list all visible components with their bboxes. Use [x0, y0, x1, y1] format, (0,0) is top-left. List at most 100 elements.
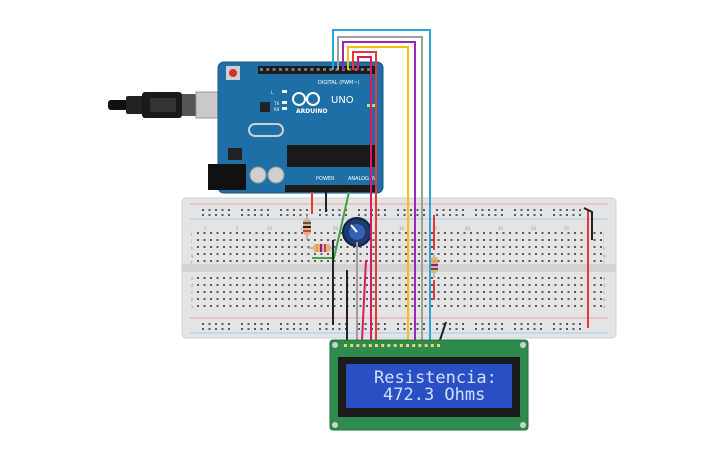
breadboard-hole[interactable] [567, 298, 570, 300]
rail-hole[interactable] [299, 209, 302, 211]
rail-hole[interactable] [306, 328, 308, 330]
breadboard-hole[interactable] [496, 298, 498, 300]
rail-hole[interactable] [520, 214, 523, 216]
breadboard-hole[interactable] [450, 232, 453, 234]
breadboard-hole[interactable] [489, 298, 492, 300]
breadboard-hole[interactable] [535, 277, 537, 279]
breadboard-hole[interactable] [561, 246, 563, 248]
breadboard-hole[interactable] [496, 253, 498, 255]
lcd-pin[interactable] [344, 344, 347, 347]
rail-hole[interactable] [514, 214, 516, 216]
breadboard-hole[interactable] [405, 232, 407, 234]
breadboard-hole[interactable] [515, 298, 518, 300]
rail-hole[interactable] [410, 328, 412, 330]
breadboard-hole[interactable] [535, 305, 537, 307]
breadboard-hole[interactable] [229, 253, 232, 255]
breadboard-hole[interactable] [314, 305, 316, 307]
breadboard-hole[interactable] [580, 232, 583, 234]
breadboard-hole[interactable] [593, 305, 596, 307]
breadboard-hole[interactable] [333, 298, 336, 300]
breadboard-hole[interactable] [216, 260, 219, 262]
rail-hole[interactable] [566, 323, 568, 325]
rail-hole[interactable] [208, 214, 211, 216]
breadboard-hole[interactable] [411, 291, 414, 293]
breadboard-hole[interactable] [522, 284, 524, 286]
breadboard-hole[interactable] [249, 232, 251, 234]
breadboard-hole[interactable] [515, 232, 518, 234]
breadboard-hole[interactable] [398, 291, 401, 293]
breadboard-hole[interactable] [554, 284, 557, 286]
breadboard-hole[interactable] [437, 246, 440, 248]
breadboard-hole[interactable] [450, 277, 453, 279]
breadboard-hole[interactable] [483, 298, 485, 300]
rail-hole[interactable] [384, 328, 386, 330]
breadboard-hole[interactable] [431, 291, 433, 293]
breadboard-hole[interactable] [359, 284, 362, 286]
breadboard-hole[interactable] [379, 232, 381, 234]
rail-hole[interactable] [403, 328, 406, 330]
breadboard-hole[interactable] [216, 246, 219, 248]
rail-hole[interactable] [540, 328, 542, 330]
rail-hole[interactable] [332, 328, 334, 330]
resistor[interactable] [430, 253, 438, 278]
breadboard-hole[interactable] [223, 246, 225, 248]
breadboard-hole[interactable] [411, 260, 414, 262]
breadboard-hole[interactable] [463, 246, 466, 248]
breadboard-hole[interactable] [249, 246, 251, 248]
breadboard-hole[interactable] [385, 232, 388, 234]
breadboard-hole[interactable] [327, 284, 329, 286]
breadboard-hole[interactable] [457, 298, 459, 300]
rail-hole[interactable] [338, 323, 341, 325]
rail-hole[interactable] [527, 209, 529, 211]
breadboard-hole[interactable] [268, 246, 271, 248]
rail-hole[interactable] [299, 323, 302, 325]
breadboard-hole[interactable] [483, 291, 485, 293]
breadboard-hole[interactable] [444, 291, 446, 293]
breadboard-hole[interactable] [580, 253, 583, 255]
breadboard-hole[interactable] [444, 277, 446, 279]
breadboard-hole[interactable] [496, 260, 498, 262]
breadboard-hole[interactable] [223, 253, 225, 255]
breadboard-hole[interactable] [574, 291, 576, 293]
rail-hole[interactable] [559, 214, 562, 216]
lcd-pin[interactable] [387, 344, 391, 347]
rail-hole[interactable] [397, 328, 399, 330]
breadboard-hole[interactable] [561, 277, 563, 279]
rail-hole[interactable] [553, 328, 555, 330]
rail-hole[interactable] [338, 328, 341, 330]
rail-hole[interactable] [442, 209, 445, 211]
rail-hole[interactable] [533, 323, 536, 325]
breadboard-hole[interactable] [541, 260, 544, 262]
breadboard-hole[interactable] [268, 284, 271, 286]
lcd-pin[interactable] [399, 344, 403, 347]
rail-hole[interactable] [267, 328, 269, 330]
breadboard-hole[interactable] [554, 232, 557, 234]
breadboard-hole[interactable] [450, 239, 453, 241]
breadboard-hole[interactable] [411, 277, 414, 279]
breadboard-hole[interactable] [366, 305, 368, 307]
breadboard-hole[interactable] [457, 291, 459, 293]
breadboard-hole[interactable] [281, 305, 284, 307]
breadboard-hole[interactable] [301, 232, 303, 234]
breadboard-hole[interactable] [554, 260, 557, 262]
rail-hole[interactable] [501, 323, 503, 325]
breadboard-hole[interactable] [444, 305, 446, 307]
rail-hole[interactable] [364, 323, 367, 325]
rail-hole[interactable] [319, 328, 321, 330]
breadboard-hole[interactable] [333, 305, 336, 307]
breadboard-hole[interactable] [450, 246, 453, 248]
breadboard-hole[interactable] [470, 298, 472, 300]
breadboard-hole[interactable] [353, 260, 355, 262]
rail-hole[interactable] [553, 209, 555, 211]
breadboard-hole[interactable] [236, 246, 238, 248]
breadboard-hole[interactable] [340, 232, 342, 234]
rail-hole[interactable] [247, 328, 250, 330]
breadboard-hole[interactable] [268, 260, 271, 262]
breadboard-hole[interactable] [470, 277, 472, 279]
breadboard-hole[interactable] [600, 246, 602, 248]
breadboard-hole[interactable] [359, 305, 362, 307]
breadboard-hole[interactable] [418, 291, 420, 293]
breadboard-hole[interactable] [275, 246, 277, 248]
breadboard-hole[interactable] [463, 284, 466, 286]
digital-pin[interactable] [297, 68, 301, 71]
